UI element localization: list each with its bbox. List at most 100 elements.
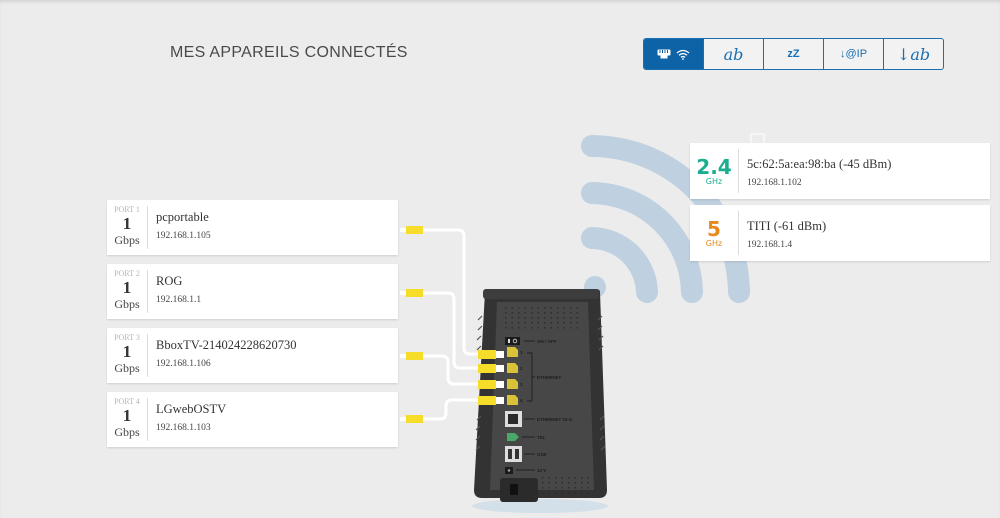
vent-dot <box>531 312 533 314</box>
vent-dot <box>550 312 552 314</box>
vent-dot <box>531 317 533 319</box>
vent-dot <box>576 327 578 329</box>
device-ip: 192.168.1.106 <box>156 359 211 369</box>
ethernet-device-card[interactable]: PORT 1 1 Gbps pcportable 192.168.1.105 <box>107 200 398 255</box>
vent-dot <box>574 477 576 479</box>
port-info: PORT 1 1 Gbps <box>107 200 147 255</box>
tab-sort-ip[interactable]: ↓@IP <box>823 39 883 69</box>
device-name: ROG <box>156 274 183 288</box>
tab-sleep[interactable]: zZ <box>763 39 823 69</box>
vent-dot <box>537 307 539 309</box>
vent-dot <box>568 482 570 484</box>
port-speed-unit: Gbps <box>114 425 140 439</box>
vent-dot <box>581 487 583 489</box>
device-ip: 192.168.1.4 <box>747 240 793 250</box>
router-port-number: 4 <box>520 398 523 403</box>
vent-dot <box>511 317 513 319</box>
vent-dot <box>537 312 539 314</box>
vent-dot <box>548 492 550 494</box>
vent-dot <box>561 492 563 494</box>
vent-dot <box>576 307 578 309</box>
device-name: pcportable <box>156 210 209 224</box>
wifi-device-card[interactable]: 2.4 GHz 5c:62:5a:ea:98:ba (-45 dBm) 192.… <box>690 143 990 199</box>
port-speed-unit: Gbps <box>114 233 140 247</box>
port-speed-unit: Gbps <box>114 297 140 311</box>
vent-dot <box>518 317 520 319</box>
vent-dot <box>524 317 526 319</box>
vent-dot <box>568 487 570 489</box>
vent-dot <box>570 317 572 319</box>
vent-dot <box>581 482 583 484</box>
divider <box>738 149 739 193</box>
router-label-tel: TEL <box>537 435 546 440</box>
vent-dot <box>587 487 589 489</box>
ethernet-cables <box>423 228 480 421</box>
vent-dot <box>557 317 559 319</box>
wifi-device-card[interactable]: 5 GHz TITI (-61 dBm) 192.168.1.4 <box>690 205 990 261</box>
vent-dot <box>574 492 576 494</box>
vent-dot <box>561 477 563 479</box>
vent-dot <box>570 312 572 314</box>
router-label-ethernet-10g: ETHERNET 10 G <box>537 417 573 422</box>
vent-dot <box>563 327 565 329</box>
vent-dot <box>587 492 589 494</box>
vent-dot <box>555 492 557 494</box>
vent-dot <box>570 307 572 309</box>
vent-dot <box>548 477 550 479</box>
page-title: MES APPAREILS CONNECTÉS <box>170 44 408 61</box>
vent-dot <box>542 492 544 494</box>
divider <box>738 211 739 255</box>
vent-dot <box>505 317 507 319</box>
device-ip: 192.168.1.102 <box>747 178 802 188</box>
tab-names[interactable]: ab <box>703 39 763 69</box>
vent-dot <box>576 322 578 324</box>
vent-dot <box>542 477 544 479</box>
vent-dot <box>581 477 583 479</box>
divider <box>147 398 148 441</box>
vent-dot <box>581 492 583 494</box>
router-illustration <box>474 289 607 502</box>
port-label: PORT 4 <box>114 397 140 406</box>
ethernet-device-card[interactable]: PORT 2 1 Gbps ROG 192.168.1.1 <box>107 264 398 319</box>
vent-dot <box>561 487 563 489</box>
port-speed: 1 <box>122 342 132 361</box>
port-label: PORT 1 <box>114 205 140 214</box>
vent-dot <box>570 322 572 324</box>
vent-dot <box>574 487 576 489</box>
vent-dot <box>505 307 507 309</box>
sleep-icon: zZ <box>787 48 800 60</box>
vent-dot <box>518 327 520 329</box>
vent-dot <box>563 317 565 319</box>
device-name: TITI (-61 dBm) <box>747 219 827 233</box>
band-badge: 5 GHz <box>690 205 738 261</box>
vent-dot <box>531 322 533 324</box>
vent-dot <box>524 327 526 329</box>
vent-dot <box>550 322 552 324</box>
cable-plugs-left <box>400 226 423 423</box>
vent-dot <box>537 322 539 324</box>
port-label: PORT 2 <box>114 269 140 278</box>
vent-dot <box>524 307 526 309</box>
tel-port <box>507 433 519 441</box>
band-badge: 2.4 GHz <box>690 143 738 199</box>
handwriting-icon: ab <box>723 44 744 64</box>
tab-ethernet-wifi[interactable] <box>644 39 703 69</box>
vent-dot <box>511 322 513 324</box>
tab-sort-name[interactable]: ↓ab <box>883 39 943 69</box>
power-switch <box>505 337 520 345</box>
band-unit: GHz <box>705 176 723 186</box>
device-ip: 192.168.1.105 <box>156 231 211 241</box>
vent-dot <box>550 317 552 319</box>
ethernet-device-card[interactable]: PORT 3 1 Gbps BboxTV-214024228620730 192… <box>107 328 398 383</box>
vent-dot <box>557 322 559 324</box>
band-value: 2.4 <box>696 154 732 179</box>
vent-dot <box>518 312 520 314</box>
vent-dot <box>511 312 513 314</box>
divider <box>147 206 148 249</box>
vent-dot <box>531 307 533 309</box>
vent-dot <box>555 482 557 484</box>
port-info: PORT 3 1 Gbps <box>107 328 147 383</box>
vent-dot <box>568 492 570 494</box>
vent-dot <box>542 482 544 484</box>
ethernet-device-card[interactable]: PORT 4 1 Gbps LGwebOSTV 192.168.1.103 <box>107 392 398 447</box>
